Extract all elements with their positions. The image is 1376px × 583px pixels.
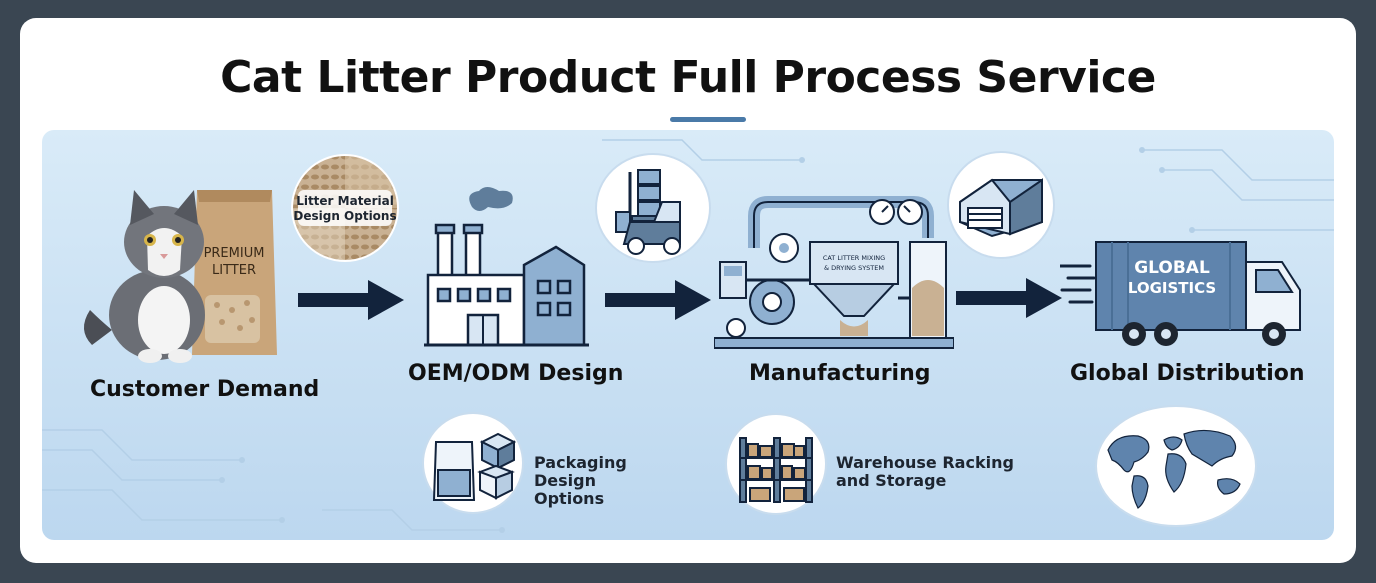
world-map-bubble — [1095, 405, 1257, 527]
title-underline — [670, 117, 746, 122]
packaging-icon — [432, 432, 517, 501]
warehouse-line-2: and Storage — [836, 471, 947, 490]
packaging-bubble — [422, 412, 524, 514]
arrow-icon — [956, 278, 1062, 318]
warehouse-icon — [959, 178, 1043, 238]
forklift-icon — [615, 169, 681, 255]
litter-material-bubble: Litter Material Design Options — [291, 154, 399, 262]
step-label-global-distribution: Global Distribution — [1070, 361, 1305, 386]
truck-text-line-1: GLOBAL — [1134, 258, 1210, 278]
packaging-line-2: Design — [534, 471, 596, 490]
page-title: Cat Litter Product Full Process Service — [220, 52, 1156, 103]
racking-icon — [739, 437, 813, 503]
factory-icon — [424, 187, 589, 347]
circuit-background — [42, 139, 1334, 533]
truck-text-line-2: LOGISTICS — [1128, 279, 1216, 297]
step-label-manufacturing: Manufacturing — [749, 361, 931, 386]
process-panel: PREMIUM LITTER Customer Demand — [42, 130, 1334, 540]
warehouse-racking-bubble — [725, 413, 827, 515]
step-label-customer-demand: Customer Demand — [90, 377, 320, 402]
cat-with-litter-bag-icon: PREMIUM LITTER — [83, 190, 277, 363]
machine-text-line-2: & DRYING SYSTEM — [824, 264, 884, 272]
bag-text-line-1: PREMIUM — [204, 246, 265, 261]
litter-options-line-1: Litter Material — [296, 194, 394, 208]
litter-options-line-2: Design Options — [293, 209, 396, 223]
logistics-truck-icon: GLOBAL LOGISTICS — [1060, 241, 1301, 346]
step-label-oem-odm-design: OEM/ODM Design — [408, 361, 624, 386]
arrow-icon — [605, 280, 711, 320]
world-map-icon — [1107, 429, 1241, 509]
manufacturing-machine-icon: CAT LITTER MIXING & DRYING SYSTEM — [714, 196, 954, 349]
machine-text-line-1: CAT LITTER MIXING — [823, 254, 885, 262]
warehouse-racking-label: Warehouse Racking and Storage — [836, 454, 1014, 490]
forklift-bubble — [595, 153, 711, 263]
warehouse-bubble — [947, 151, 1055, 259]
bag-text-line-2: LITTER — [212, 263, 256, 278]
warehouse-line-1: Warehouse Racking — [836, 453, 1014, 472]
packaging-line-3: Options — [534, 489, 605, 508]
packaging-line-1: Packaging — [534, 453, 627, 472]
packaging-options-label: Packaging Design Options — [534, 454, 627, 508]
arrow-icon — [298, 280, 404, 320]
